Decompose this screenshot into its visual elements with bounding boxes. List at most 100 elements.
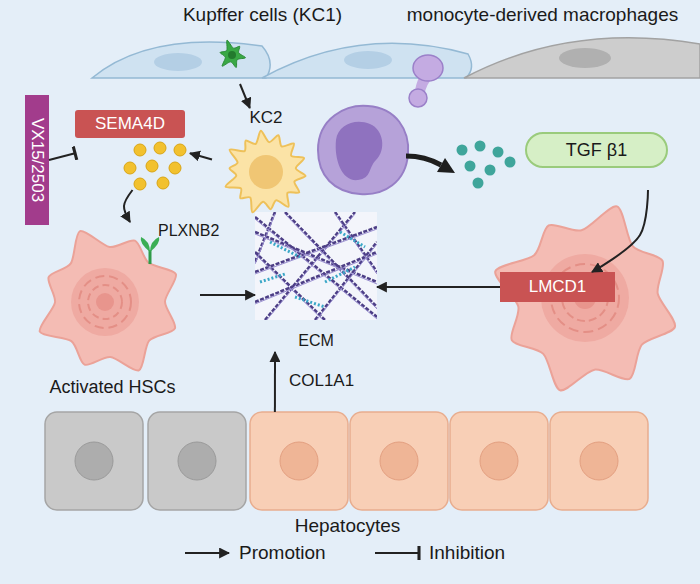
hepatocyte-cell: [45, 412, 143, 510]
fibril-segment: [325, 267, 355, 282]
node-text: VX15/2503: [25, 95, 49, 225]
receptor-leaf: [141, 237, 150, 252]
cell-nucleus: [75, 442, 113, 480]
fibril-segment: [295, 297, 325, 307]
hepatocyte-row: Hepatocytes: [45, 412, 650, 537]
fibril-segment: [270, 242, 300, 257]
collagen-fiber: [335, 214, 377, 274]
ligand-dot: [157, 177, 169, 189]
kupffer-body: [226, 131, 306, 212]
legend-text: Inhibition: [429, 542, 505, 564]
ligand-dot: [134, 144, 146, 156]
hepatocyte-cell: [250, 412, 348, 510]
stellate-cell-body: [40, 231, 177, 371]
cytokine-dot: [473, 178, 484, 189]
promotion-connector: [274, 352, 276, 412]
cytokine-dot: [475, 141, 486, 152]
cytokine-dot: [493, 147, 504, 158]
legend-line: [185, 552, 229, 554]
legend-entry: Promotion: [183, 542, 326, 564]
ligand-dot: [134, 178, 146, 190]
cell-nucleus: [154, 53, 202, 71]
ligand-dot: [146, 160, 158, 172]
fibril-segment: [340, 232, 365, 247]
cell-nucleus: [380, 442, 418, 480]
monocyte-body: [413, 55, 443, 81]
node-text: Hepatocytes: [45, 515, 650, 537]
kupffer-body: [220, 40, 245, 67]
legend-entry: Inhibition: [373, 542, 505, 564]
collagen-fiber: [255, 219, 377, 319]
stellate-cell: Activated HSCs: [25, 222, 200, 398]
nucleolus: [96, 293, 114, 311]
cell-nucleus: [249, 155, 283, 189]
macrophage: [318, 106, 408, 194]
hepatocyte-cell: [550, 412, 648, 510]
promotion-connector: [190, 153, 212, 159]
nucleus-ring: [79, 276, 131, 328]
kupffer-cell: KC2: [212, 108, 320, 220]
cell-nucleus: [344, 51, 392, 69]
collagen-fiber: [255, 254, 377, 304]
cell-nucleus: [580, 442, 618, 480]
node-text: SEMA4D: [75, 110, 185, 138]
ligand-dot: [169, 162, 181, 174]
promotion-connector: [240, 84, 250, 108]
endothelial-cell: [464, 38, 700, 78]
legend-line: [375, 552, 419, 554]
legend-text: Promotion: [239, 542, 326, 564]
collagen-fiber: [315, 244, 377, 320]
cell-nucleus: [280, 442, 318, 480]
thick-arrow-head: [437, 158, 455, 173]
fibril-segment: [260, 274, 285, 282]
cell-nucleus: [480, 442, 518, 480]
thick-arrow-shaft: [406, 156, 441, 165]
edge-group: [49, 84, 648, 412]
macrophage-body: [318, 106, 408, 194]
monocyte-cell: monocyte-derived macrophages: [390, 4, 695, 109]
receptor-leaf: [150, 237, 159, 252]
stellate-cell-body: [495, 206, 675, 390]
hepatocyte-cell: [350, 412, 448, 510]
cell-art: [25, 222, 200, 398]
node-text: monocyte-derived macrophages: [390, 4, 695, 26]
node-text: LMCD1: [500, 272, 615, 302]
inhibitor-box: VX15/2503: [25, 95, 49, 225]
hepatocyte-cell: [148, 412, 246, 510]
edge-label: COL1A1: [289, 371, 354, 391]
node-text: Activated HSCs: [25, 377, 200, 398]
vessel-wall: [92, 38, 700, 78]
promotion-connector: [124, 190, 133, 222]
ligand-dot: [124, 162, 136, 174]
node-text: TGF β1: [525, 132, 668, 168]
cytokine-dot: [485, 165, 496, 176]
secretion-arrow: [406, 156, 455, 173]
cytokine-box: TGF β1: [450, 128, 670, 190]
monocyte-body: [409, 89, 427, 107]
collagen-fiber: [265, 214, 355, 320]
collagen-fiber: [255, 232, 377, 282]
gene-box: LMCD1: [500, 272, 615, 302]
cell-nucleus: [71, 268, 139, 336]
matrix-background: [255, 212, 377, 320]
receptor-label: PLXNB2: [158, 222, 219, 240]
stellate-cell: [495, 206, 675, 390]
cell-nucleus: [336, 122, 383, 180]
promotion-connector: [592, 190, 648, 272]
cytokine-dot: [457, 145, 468, 156]
cytokine-dot: [465, 161, 476, 172]
promotion-connector: [377, 286, 500, 288]
ligand-box: SEMA4D: [75, 110, 190, 190]
cell-nucleus: [228, 51, 236, 59]
receptor-stem: [149, 250, 152, 264]
legend-sample: [373, 543, 423, 563]
cell-art: [255, 212, 377, 352]
kupffer-cell: Kupffer cells (KC1): [150, 4, 375, 84]
cell-nucleus: [178, 442, 216, 480]
matrix-box: ECM: [255, 212, 377, 352]
hepatocyte-cell: [450, 412, 548, 510]
endothelial-cell: [92, 42, 270, 78]
promotion-connector: [200, 294, 255, 296]
